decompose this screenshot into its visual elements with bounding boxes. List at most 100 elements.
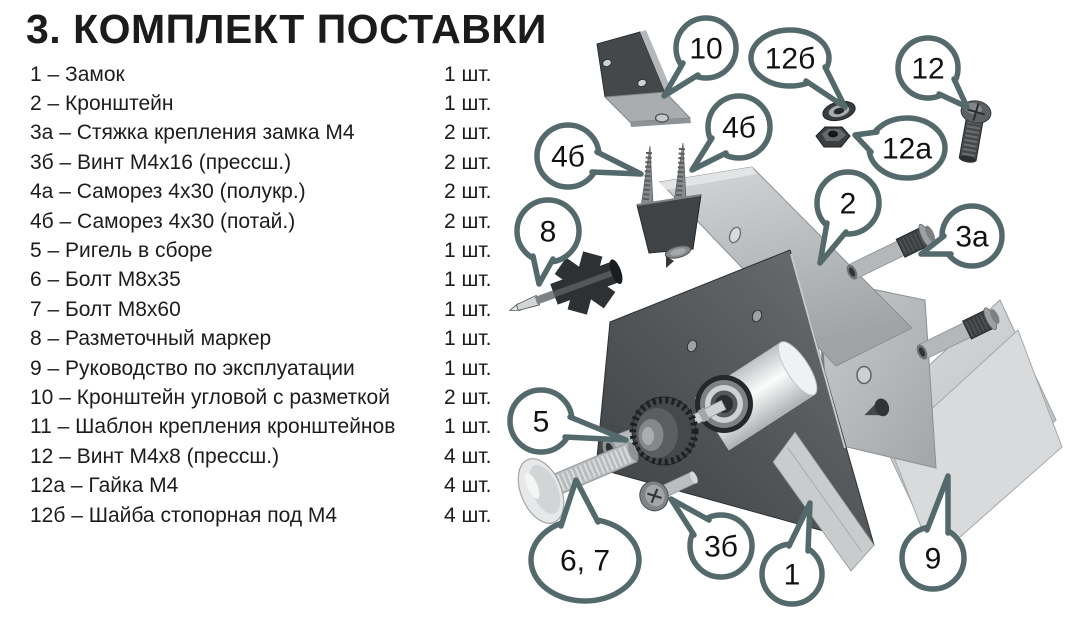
part-qty: 1 шт. <box>444 415 492 439</box>
callout-label: 3а <box>955 221 989 254</box>
parts-list-row: 11 – Шаблон крепления кронштейнов 1 шт. <box>30 413 498 442</box>
corner-bracket-hole <box>602 58 612 68</box>
callout-label: 4б <box>551 141 585 174</box>
part-label: 5 – Ригель в сборе <box>30 239 213 263</box>
callout-4b-left: 4б <box>534 122 644 190</box>
part-label: 9 – Руководство по эксплуатации <box>30 356 355 380</box>
part-label: 2 – Кронштейн <box>30 92 174 116</box>
part-qty: 2 шт. <box>444 180 492 204</box>
part-label: 3б – Винт М4х16 (прессш.) <box>30 150 292 174</box>
corner-bracket-flange <box>603 91 692 123</box>
part-label: 3а – Стяжка крепления замка М4 <box>30 121 355 145</box>
part-qty: 1 шт. <box>444 327 492 351</box>
part-qty: 1 шт. <box>444 239 492 263</box>
part-qty: 1 шт. <box>444 92 492 116</box>
part-qty: 2 шт. <box>444 121 492 145</box>
parts-list-row: 6 – Болт М8х35 1 шт. <box>30 266 498 295</box>
callout-label: 6, 7 <box>560 545 610 578</box>
part-3a-standoff-lower <box>916 307 1000 360</box>
part-label: 6 – Болт М8х35 <box>30 268 181 292</box>
knob-face-center <box>642 427 654 445</box>
part-qty: 1 шт. <box>444 297 492 321</box>
callout-label: 9 <box>925 543 942 576</box>
lock-plate-fold-line <box>787 447 863 553</box>
parts-list-row: 4а – Саморез 4х30 (полукр.)2 шт. <box>30 178 498 207</box>
callout-3b: 3б <box>668 496 755 580</box>
callout-label: 12б <box>765 43 816 76</box>
callout-label: 10 <box>689 33 722 66</box>
part-12a-nut <box>815 126 851 148</box>
part-4b-screws <box>636 142 702 268</box>
callout-3a: 3а <box>918 203 1005 269</box>
callout-2: 2 <box>814 169 882 266</box>
callout-6-7: 6, 7 <box>528 477 642 604</box>
callout-label: 5 <box>533 406 550 439</box>
part-qty: 1 шт. <box>444 62 492 86</box>
parts-list-row: 1 – Замок 1 шт. <box>30 60 498 89</box>
manual-sheet-front <box>889 329 1063 561</box>
callout-10: 10 <box>661 15 739 99</box>
parts-list: 1 – Замок 1 шт. 2 – Кронштейн 1 шт. 3а – С… <box>30 60 498 530</box>
part-3b-screw <box>639 471 698 512</box>
part-3a-standoff-upper <box>846 223 936 280</box>
part-qty: 2 шт. <box>444 150 492 174</box>
part-label: 10 – Кронштейн угловой с разметкой <box>30 385 390 409</box>
part-9-manual-sheets <box>871 299 1063 561</box>
screw-4b-head <box>664 245 692 268</box>
part-qty: 4 шт. <box>444 444 492 468</box>
lock-plate-hole <box>751 309 763 323</box>
knob-knurl <box>629 396 699 466</box>
part-qty: 4 шт. <box>444 503 492 527</box>
part-8-marker <box>508 251 623 315</box>
parts-list-row: 10 – Кронштейн угловой с разметкой 2 шт. <box>30 383 498 412</box>
lock-plate-hole <box>686 339 698 353</box>
parts-list-row: 8 – Разметочный маркер 1 шт. <box>30 325 498 354</box>
part-5-knob <box>602 396 727 466</box>
callout-8: 8 <box>514 197 582 287</box>
part-qty: 1 шт. <box>444 268 492 292</box>
part-qty: 2 шт. <box>444 385 492 409</box>
callout-12: 12 <box>895 35 970 110</box>
corner-bracket-edge <box>640 30 671 92</box>
callout-label: 3б <box>704 531 738 564</box>
callout-label: 1 <box>784 559 801 592</box>
part-label: 7 – Болт М8х60 <box>30 297 181 321</box>
part-qty: 2 шт. <box>444 209 492 233</box>
part-label: 8 – Разметочный маркер <box>30 327 272 351</box>
part-label: 12а – Гайка М4 <box>30 474 179 498</box>
screw-4b-thread <box>676 147 685 197</box>
callout-4b-right: 4б <box>689 93 773 173</box>
part-label: 1 – Замок <box>30 62 125 86</box>
part-12-screw <box>958 100 992 163</box>
parts-list-row: 2 – Кронштейн 1 шт. <box>30 89 498 118</box>
callout-12a: 12а <box>852 115 948 181</box>
parts-list-row: 7 – Болт М8х60 1 шт. <box>30 295 498 324</box>
callout-label: 4б <box>722 112 756 145</box>
parts-list-row: 4б – Саморез 4х30 (потай.) 2 шт. <box>30 207 498 236</box>
bracket-flange-hole <box>856 365 872 385</box>
lock-plate-fold <box>772 431 875 572</box>
callout-9: 9 <box>899 473 967 592</box>
bracket-screw <box>864 398 890 417</box>
part-6-7-bolt <box>517 441 639 524</box>
callout-5: 5 <box>507 387 629 455</box>
parts-list-row: 5 – Ригель в сборе 1 шт. <box>30 236 498 265</box>
callout-1: 1 <box>759 500 825 607</box>
part-label: 12б – Шайба стопорная под М4 <box>30 503 338 527</box>
callout-label: 2 <box>840 188 857 221</box>
corner-bracket-hole <box>637 78 647 88</box>
callout-label: 8 <box>540 216 557 249</box>
parts-list-row: 12 – Винт М4х8 (прессш.) 4 шт. <box>30 442 498 471</box>
parts-list-row: 3а – Стяжка крепления замка М4 2 шт. <box>30 119 498 148</box>
part-label: 11 – Шаблон крепления кронштейнов <box>30 415 396 439</box>
part-label: 4б – Саморез 4х30 (потай.) <box>30 209 296 233</box>
corner-bracket-flange-hole <box>654 113 670 123</box>
part-qty: 1 шт. <box>444 356 492 380</box>
parts-list-row: 9 – Руководство по эксплуатации 1 шт. <box>30 354 498 383</box>
bracket-arm-hole <box>728 226 742 244</box>
callout-label: 12а <box>882 133 932 166</box>
part-label: 12 – Винт М4х8 (прессш.) <box>30 444 280 468</box>
